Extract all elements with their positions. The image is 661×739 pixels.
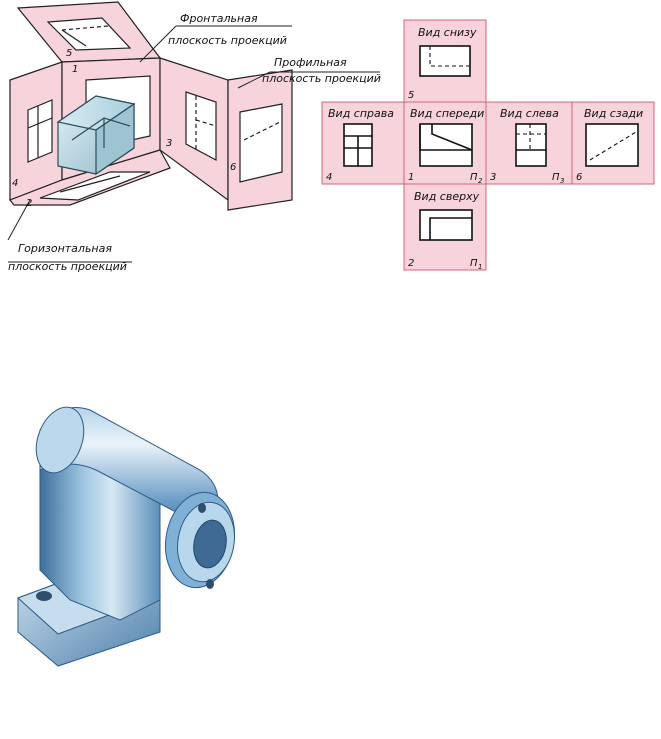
- view-front-plane: П: [470, 172, 478, 183]
- view-left-num: 3: [490, 172, 496, 183]
- view-top-title: Вид сверху: [414, 190, 480, 203]
- label-horizontal-1: Горизонтальная: [18, 242, 112, 255]
- label-horizontal-2: плоскость проекций: [8, 260, 127, 273]
- projection-planes: [9, 1, 293, 211]
- label-profile-1: Профильная: [274, 56, 347, 69]
- part-bore: [193, 519, 227, 569]
- iso-num-1: 1: [72, 64, 78, 75]
- leader-lines: [7, 25, 380, 263]
- iso-num-5: 5: [66, 48, 72, 59]
- view-front-drawing: [419, 123, 473, 167]
- view-bottom-num: 5: [408, 90, 414, 101]
- flap-top-inner: [46, 17, 132, 51]
- view-right-title: Вид справа: [328, 107, 394, 120]
- view-top-num: 2: [408, 258, 414, 269]
- iso-num-4: 4: [12, 178, 18, 189]
- view-rear-num: 6: [576, 172, 582, 183]
- cube-object: [56, 95, 136, 176]
- view-drawings: [343, 45, 639, 241]
- view-bottom-drawing: [419, 45, 471, 77]
- plane-horizontal: [9, 149, 171, 206]
- view-top-drawing: [419, 209, 473, 241]
- view-left-plane-sub: 3: [560, 177, 564, 185]
- view-front-plane-sub: 2: [478, 177, 483, 185]
- view-left-title: Вид слева: [500, 107, 559, 120]
- iso-num-6: 6: [230, 162, 236, 173]
- view-rear-title: Вид сзади: [584, 107, 643, 120]
- view-top-plane-sub: 1: [478, 263, 482, 271]
- label-frontal-2: плоскость проекций: [168, 34, 287, 47]
- view-rear-drawing: [585, 123, 639, 167]
- label-profile-2: плоскость проекций: [262, 72, 381, 85]
- isometric-labels: Фронтальная плоскость проекций Профильна…: [8, 12, 381, 273]
- label-frontal-1: Фронтальная: [180, 12, 258, 25]
- view-top-plane: П: [470, 258, 478, 269]
- view-bottom-title: Вид снизу: [418, 26, 477, 39]
- view-left-plane: П: [552, 172, 560, 183]
- view-labels: Вид снизу 5 Вид справа 4 Вид спереди 1 П…: [326, 26, 643, 271]
- view-front-num: 1: [408, 172, 414, 183]
- view-left-drawing: [515, 123, 547, 167]
- machine-part: [17, 406, 236, 667]
- view-right-num: 4: [326, 172, 332, 183]
- iso-num-3: 3: [166, 138, 172, 149]
- iso-num-2: 2: [26, 198, 32, 209]
- view-front-title: Вид спереди: [410, 107, 484, 120]
